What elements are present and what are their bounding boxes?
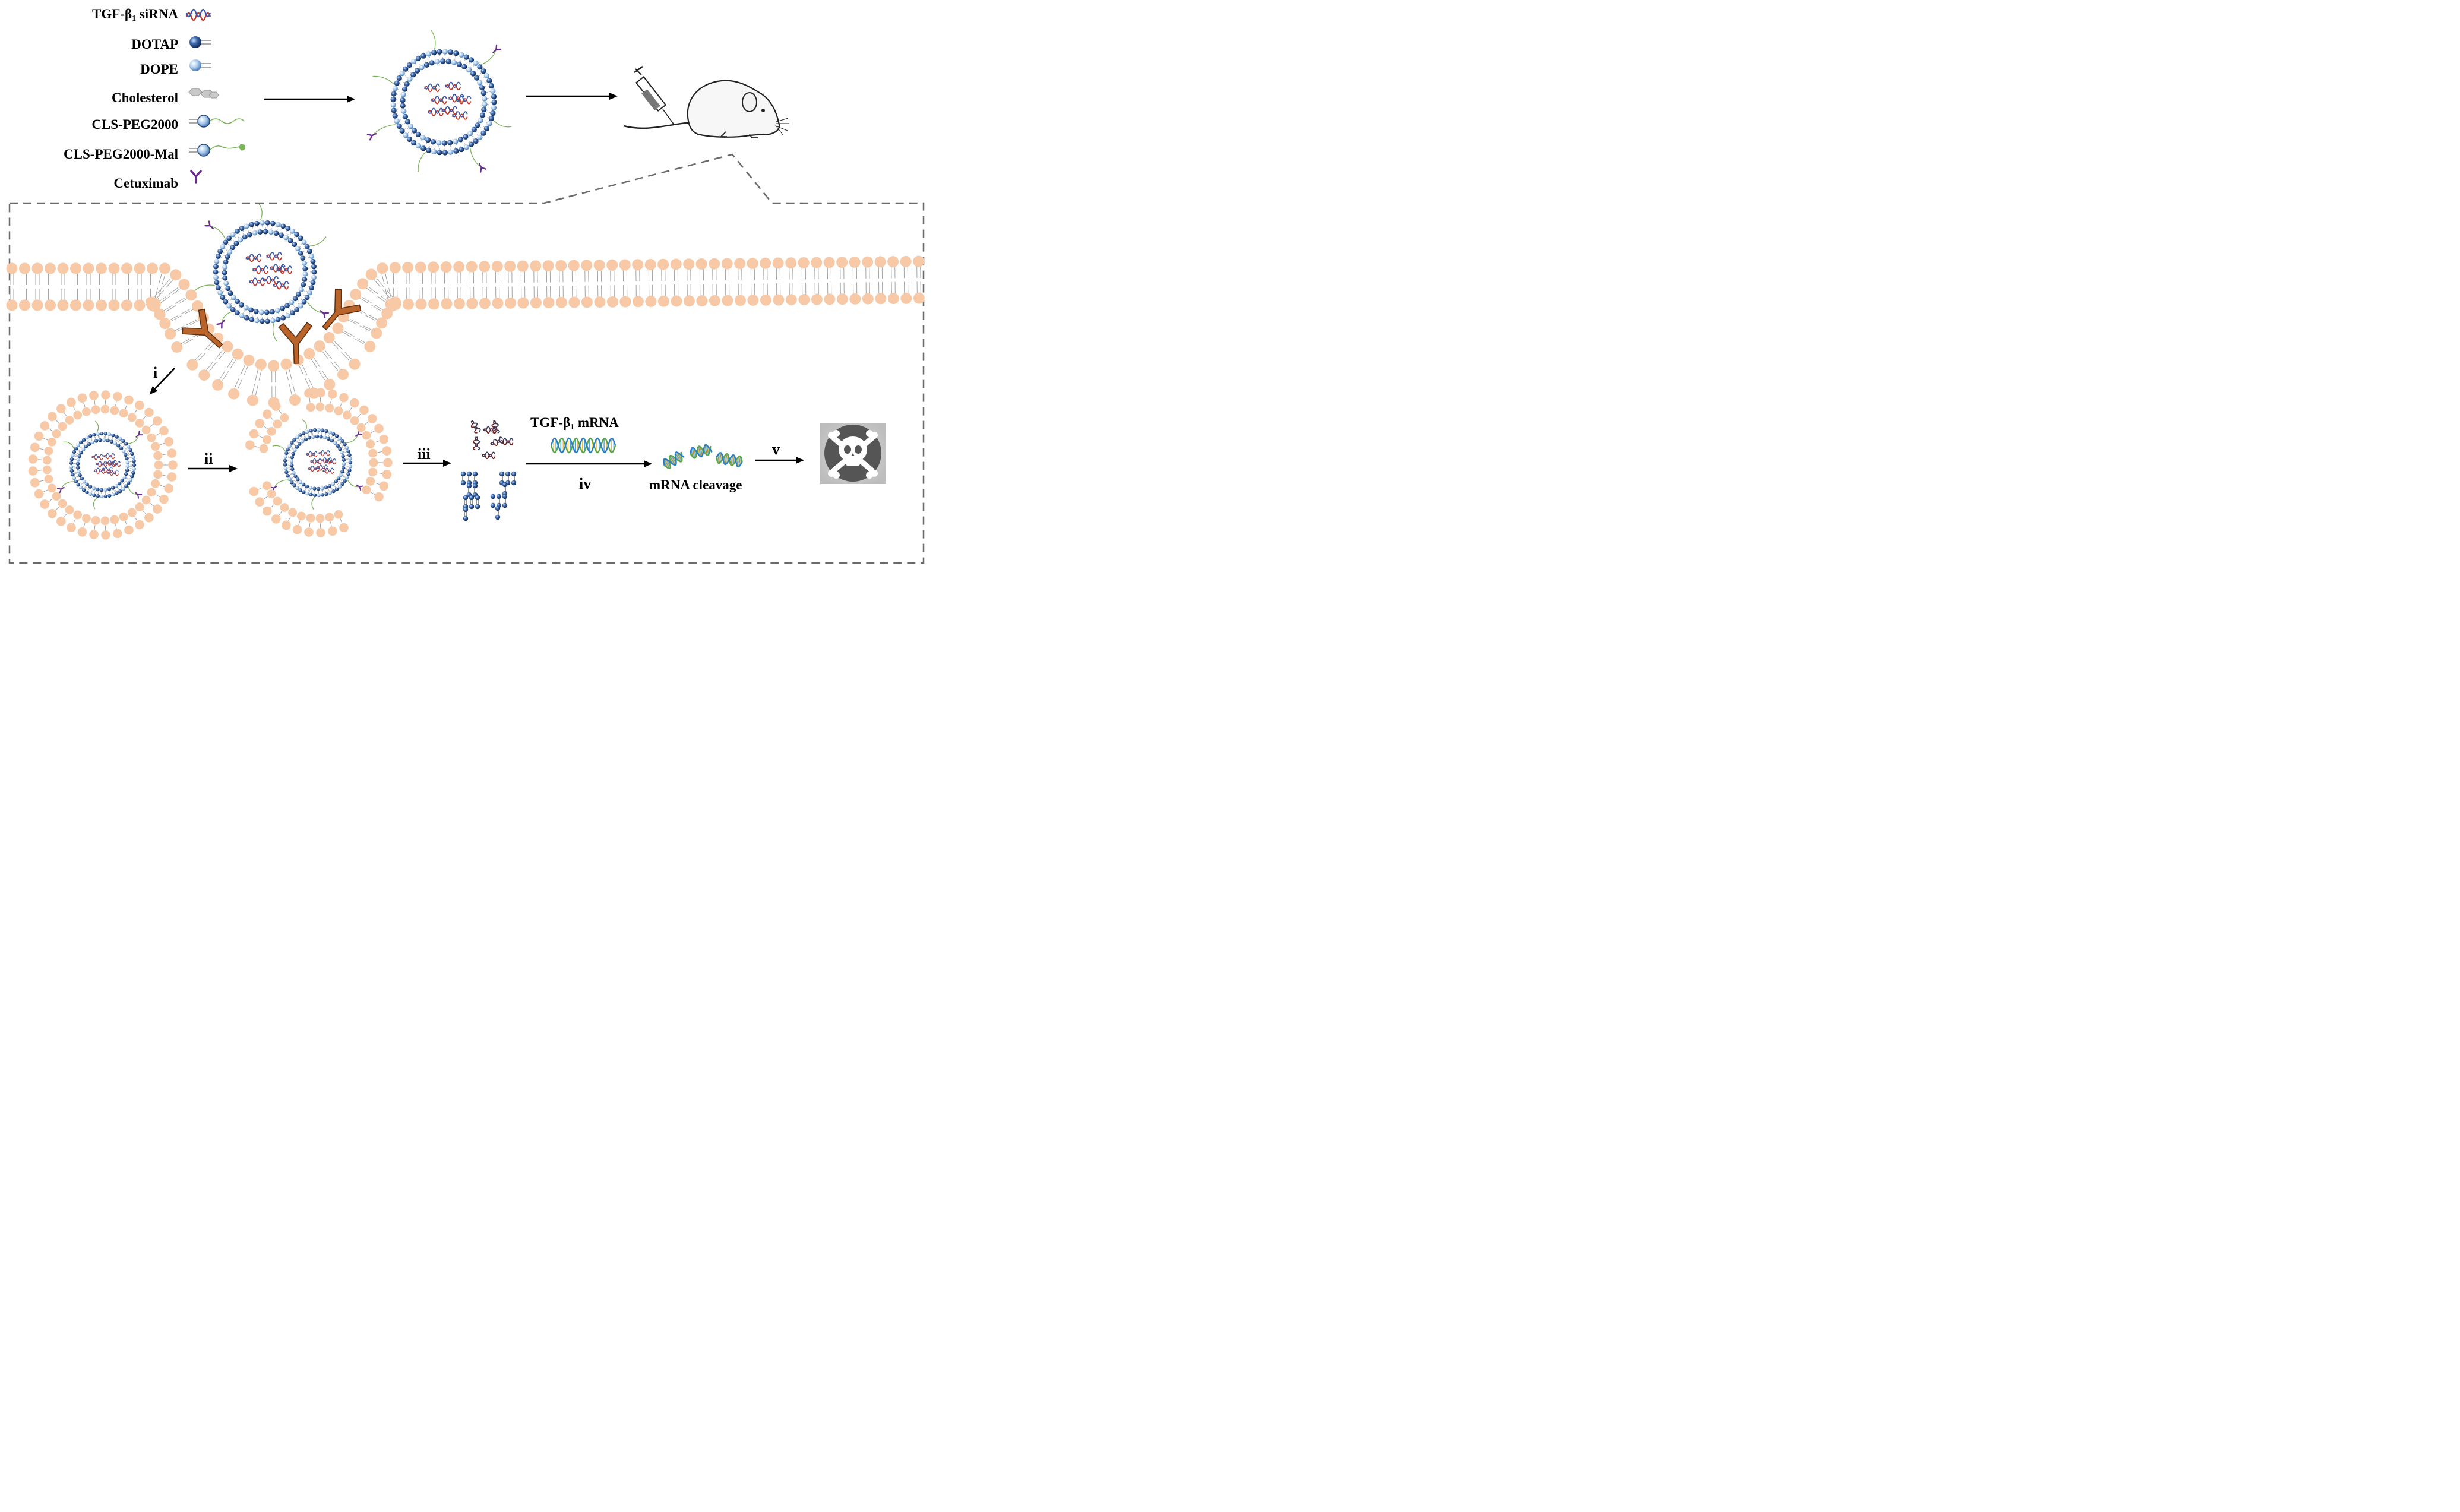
legend-cls-peg2000-label: CLS-PEG2000	[91, 117, 178, 132]
cleaved-mrna-icon	[663, 444, 743, 469]
legend-dotap-label: DOTAP	[131, 37, 178, 52]
step-iv-label: iv	[579, 475, 592, 492]
ruptured-endosome	[245, 388, 393, 537]
cholesterol-icon	[188, 88, 219, 99]
legend-cholesterol-label: Cholesterol	[111, 90, 178, 105]
immunoliposome-large	[366, 30, 511, 173]
zoom-inset-frame	[8, 153, 925, 564]
cls-peg2000-mal-icon	[189, 144, 245, 157]
legend-sirna-label: TGF-β1 siRNA	[92, 7, 178, 23]
legend-cls-peg2000-mal-label: CLS-PEG2000-Mal	[64, 147, 178, 162]
cell-death-skull-icon	[820, 423, 886, 484]
sirna-icon	[185, 8, 211, 21]
immunoliposome-in-endosome	[56, 420, 143, 510]
immunoliposome-in-ruptured-endosome	[270, 419, 364, 510]
step-v-label: v	[772, 441, 780, 458]
released-sirna	[470, 420, 514, 460]
mrna-double-helix-icon	[550, 437, 616, 454]
legend-dope-label: DOPE	[140, 62, 178, 77]
cls-peg2000-icon	[189, 115, 245, 128]
endosome	[28, 390, 178, 540]
step-ii-label: ii	[204, 450, 213, 467]
cetuximab-antibody-icon	[190, 170, 202, 184]
arrow-step-i	[149, 368, 175, 395]
mrna-cleavage-label: mRNA cleavage	[649, 477, 742, 492]
step-i-label: i	[153, 364, 158, 381]
cell-membrane	[6, 255, 925, 409]
immunoliposome-at-membrane	[194, 204, 330, 342]
egfr-receptor	[182, 289, 362, 364]
legend-cetuximab-label: Cetuximab	[113, 176, 178, 191]
dope-lipid-icon	[189, 59, 211, 71]
diagram-canvas: TGF-β1 siRNA DOTAP DOPE Cholesterol CLS-…	[0, 0, 931, 572]
tgf-mrna-label: TGF-β1 mRNA	[530, 415, 619, 432]
diagram-artwork	[6, 8, 925, 564]
mouse-illustration	[623, 80, 789, 138]
dotap-lipid-icon	[189, 36, 211, 48]
step-iii-label: iii	[418, 445, 431, 463]
syringe-icon	[634, 65, 675, 125]
lipid-fragments	[460, 471, 517, 521]
